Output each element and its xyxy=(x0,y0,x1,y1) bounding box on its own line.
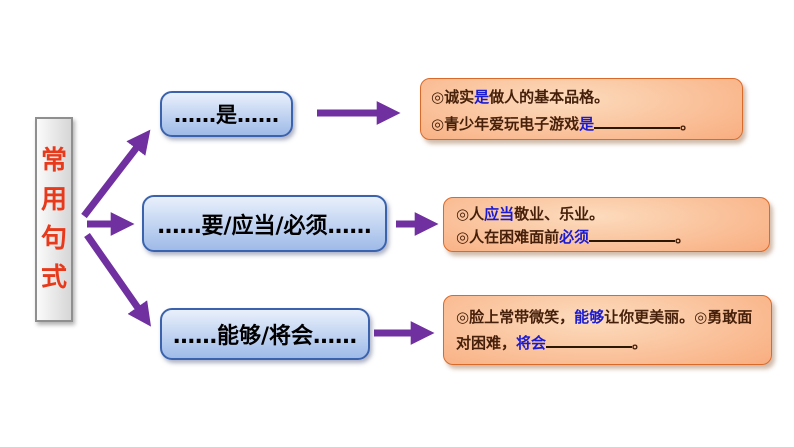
fill-in-blank xyxy=(589,228,676,242)
example-text: 。 xyxy=(680,115,696,133)
category-char: 句 xyxy=(40,224,67,254)
pattern-box-yao-yingdang-bixu: ……要/应当/必须…… xyxy=(142,195,387,252)
example-text: 敬业、乐业。 xyxy=(514,205,605,223)
pattern-box-nenggou-jianghui: ……能够/将会…… xyxy=(160,308,370,360)
highlight-keyword: 将会 xyxy=(516,334,547,352)
example-line: ◎青少年爱玩电子游戏是 。 xyxy=(431,111,734,138)
category-box: 常 用 句 式 xyxy=(35,117,73,322)
example-line: ◎脸上常带微笑，能够让你更美丽。◎勇敢面对困难，将会 。 xyxy=(456,304,761,356)
category-char: 常 xyxy=(40,146,67,176)
highlight-keyword: 是 xyxy=(474,88,490,106)
example-text: 做人的基本品格。 xyxy=(489,88,610,106)
example-box-shi: ◎诚实是做人的基本品格。◎青少年爱玩电子游戏是。 xyxy=(420,78,743,140)
example-text: 。 xyxy=(675,228,691,246)
arrow-category-to-pattern-1 xyxy=(81,129,151,219)
example-box-nenggou-jianghui: ◎脸上常带微笑，能够让你更美丽。◎勇敢面对困难，将会 。 xyxy=(443,295,772,365)
pattern-label: ……能够/将会…… xyxy=(172,324,358,349)
example-line: ◎人在困难面前必须 。 xyxy=(456,226,761,249)
highlight-keyword: 应当 xyxy=(484,205,515,223)
fill-in-blank xyxy=(546,334,633,348)
fill-in-blank xyxy=(594,115,681,129)
example-line: ◎诚实是做人的基本品格。 xyxy=(431,84,734,111)
example-text: ◎脸上常带微笑， xyxy=(456,308,575,326)
category-char: 用 xyxy=(40,185,67,215)
arrow-category-to-pattern-3 xyxy=(84,232,152,327)
example-box-yao-yingdang-bixu: ◎人应当敬业、乐业。 ◎人在困难面前必须 。 xyxy=(443,197,770,252)
example-line: ◎人应当敬业、乐业。 xyxy=(456,203,761,226)
highlight-keyword: 必须 xyxy=(559,228,590,246)
example-text: 。 xyxy=(632,334,648,352)
example-text: ◎诚实 xyxy=(431,88,475,106)
pattern-label: ……要/应当/必须…… xyxy=(157,213,372,239)
pattern-box-shi: ……是…… xyxy=(160,91,293,137)
example-text: 让你更美丽。◎勇敢面对困难， xyxy=(456,308,753,352)
example-text: ◎人在困难面前 xyxy=(456,228,560,246)
pattern-label: ……是…… xyxy=(174,103,279,127)
example-text: ◎人 xyxy=(456,205,485,223)
category-char: 式 xyxy=(40,263,67,293)
highlight-keyword: 是 xyxy=(579,115,595,133)
highlight-keyword: 能够 xyxy=(574,308,605,326)
example-text: ◎青少年爱玩电子游戏 xyxy=(431,115,580,133)
